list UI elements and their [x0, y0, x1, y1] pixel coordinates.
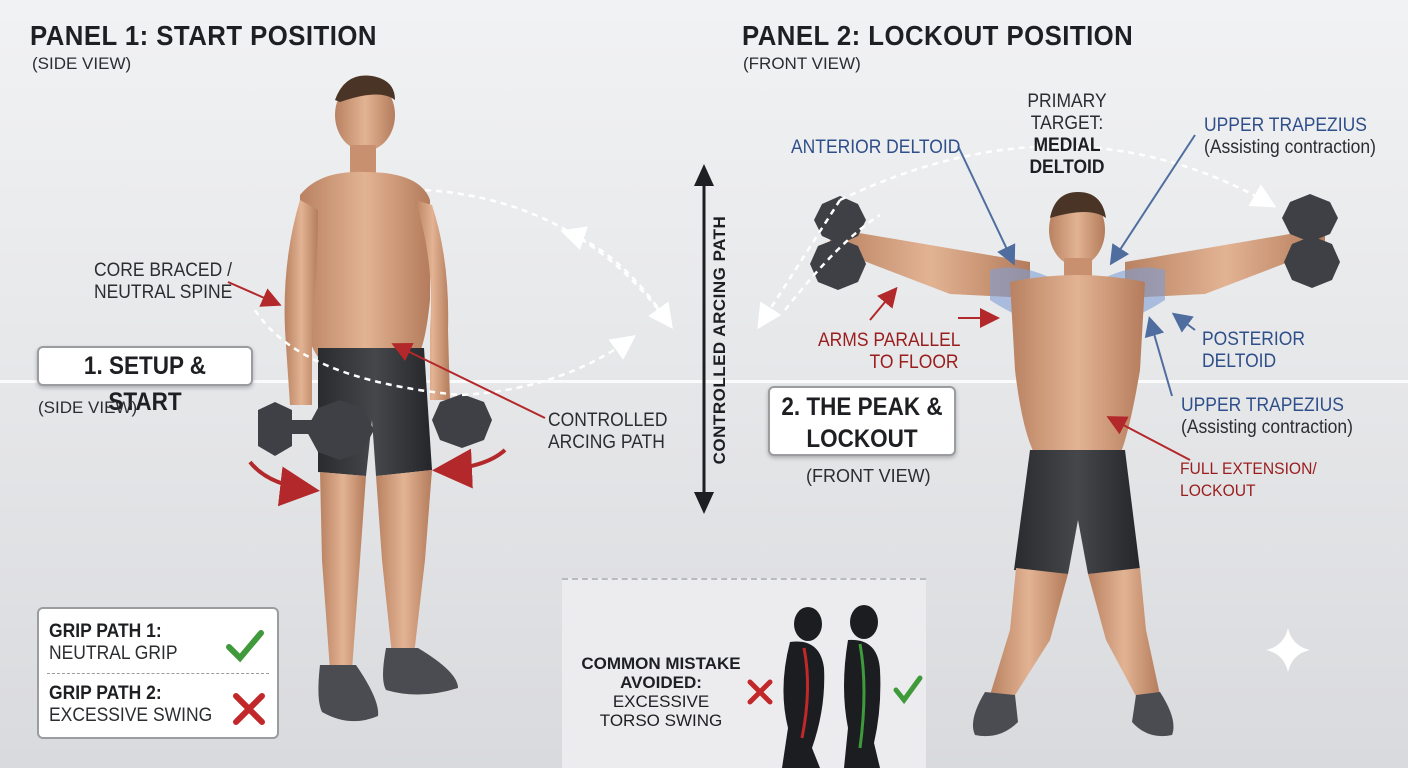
sparkle-icon — [1266, 628, 1310, 672]
grip-path-1: GRIP PATH 1: NEUTRAL GRIP — [49, 621, 178, 664]
upper-trap-top-label: UPPER TRAPEZIUS (Assisting contraction) — [1204, 115, 1376, 158]
panel2-view: (FRONT VIEW) — [743, 54, 861, 73]
side-view-figure — [258, 75, 492, 722]
step2-view: (FRONT VIEW) — [806, 466, 931, 486]
mistake-text: COMMON MISTAKE AVOIDED: EXCESSIVE TORSO … — [581, 654, 741, 730]
blue-arrows — [957, 134, 1196, 397]
grip-path-2: GRIP PATH 2: EXCESSIVE SWING — [49, 683, 213, 726]
panel1-title: PANEL 1: START POSITION — [30, 20, 377, 51]
primary-target-label: PRIMARY TARGET: MEDIAL DELTOID — [1027, 91, 1107, 178]
grip-path-box: GRIP PATH 1: NEUTRAL GRIP GRIP PATH 2: E… — [37, 607, 279, 739]
full-extension-label: FULL EXTENSION/ LOCKOUT — [1180, 459, 1317, 500]
mistake-silhouettes — [747, 605, 923, 768]
panel2-title: PANEL 2: LOCKOUT POSITION — [742, 20, 1134, 51]
red-curl-arrows — [248, 448, 507, 507]
core-label: CORE BRACED / NEUTRAL SPINE — [94, 260, 233, 303]
vertical-arrow-label: CONTROLLED ARCING PATH — [710, 215, 729, 465]
grip-divider — [47, 673, 269, 674]
vertical-double-arrow — [694, 164, 714, 514]
cross-icon — [233, 693, 265, 725]
step2-box: 2. THE PEAK & LOCKOUT — [768, 386, 956, 456]
red-arrows — [227, 281, 1191, 461]
panel1-view: (SIDE VIEW) — [32, 54, 132, 73]
common-mistake-panel: COMMON MISTAKE AVOIDED: EXCESSIVE TORSO … — [562, 578, 926, 768]
arms-parallel-label: ARMS PARALLEL TO FLOOR — [818, 330, 961, 373]
anterior-deltoid-label: ANTERIOR DELTOID — [791, 137, 961, 158]
step1-box: 1. SETUP & START — [37, 346, 253, 416]
step1-view: (SIDE VIEW) — [38, 398, 138, 417]
arc-paths — [253, 145, 1277, 397]
front-view-figure — [810, 192, 1340, 737]
posterior-deltoid-label: POSTERIOR DELTOID — [1202, 329, 1305, 372]
arc-label: CONTROLLED ARCING PATH — [548, 410, 668, 453]
upper-trap-bottom-label: UPPER TRAPEZIUS (Assisting contraction) — [1181, 395, 1353, 438]
check-icon — [226, 630, 264, 663]
